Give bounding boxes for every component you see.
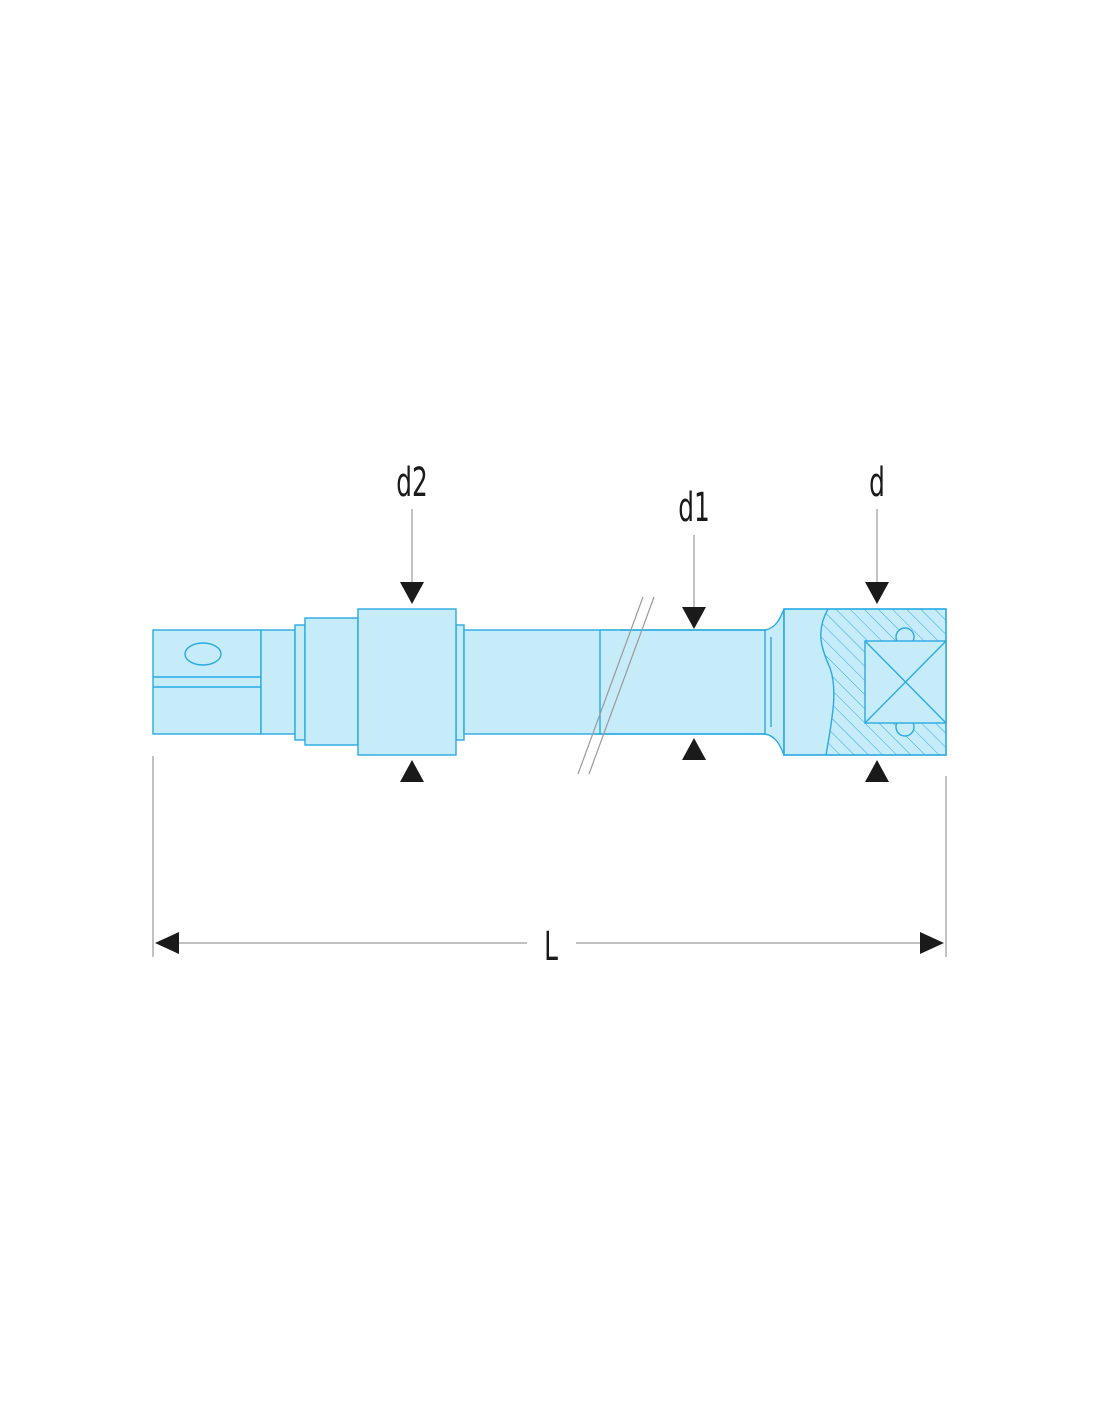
- d1-label: d1: [678, 484, 710, 531]
- extension-bar: [152, 596, 947, 775]
- collar-body: [304, 617, 359, 746]
- collar-ring: [294, 624, 306, 741]
- L-label: L: [544, 923, 558, 970]
- d-label: d: [869, 459, 885, 506]
- d1-arrow-bottom: [682, 738, 706, 760]
- d2-arrow-top: [400, 582, 424, 604]
- shank: [463, 629, 777, 735]
- break-lines: [577, 596, 655, 775]
- dimension-d2: d2: [396, 459, 428, 782]
- drive-neck: [260, 629, 296, 735]
- sleeve: [357, 608, 457, 756]
- d-arrow-top: [865, 582, 889, 604]
- d1-arrow-top: [682, 607, 706, 629]
- d2-arrow-bottom: [400, 760, 424, 782]
- L-arrow-left: [155, 932, 179, 954]
- retaining-ring: [455, 624, 465, 741]
- male-square-drive: [152, 629, 262, 735]
- d-arrow-bottom: [865, 760, 889, 782]
- dimension-L: L: [152, 756, 947, 970]
- dimension-d: d: [865, 459, 889, 782]
- female-socket-end: [783, 608, 947, 756]
- ball-detent: [184, 642, 222, 666]
- d2-label: d2: [396, 459, 428, 506]
- dimension-d1: d1: [678, 484, 710, 760]
- L-arrow-right: [920, 932, 944, 954]
- shoulder: [764, 608, 785, 756]
